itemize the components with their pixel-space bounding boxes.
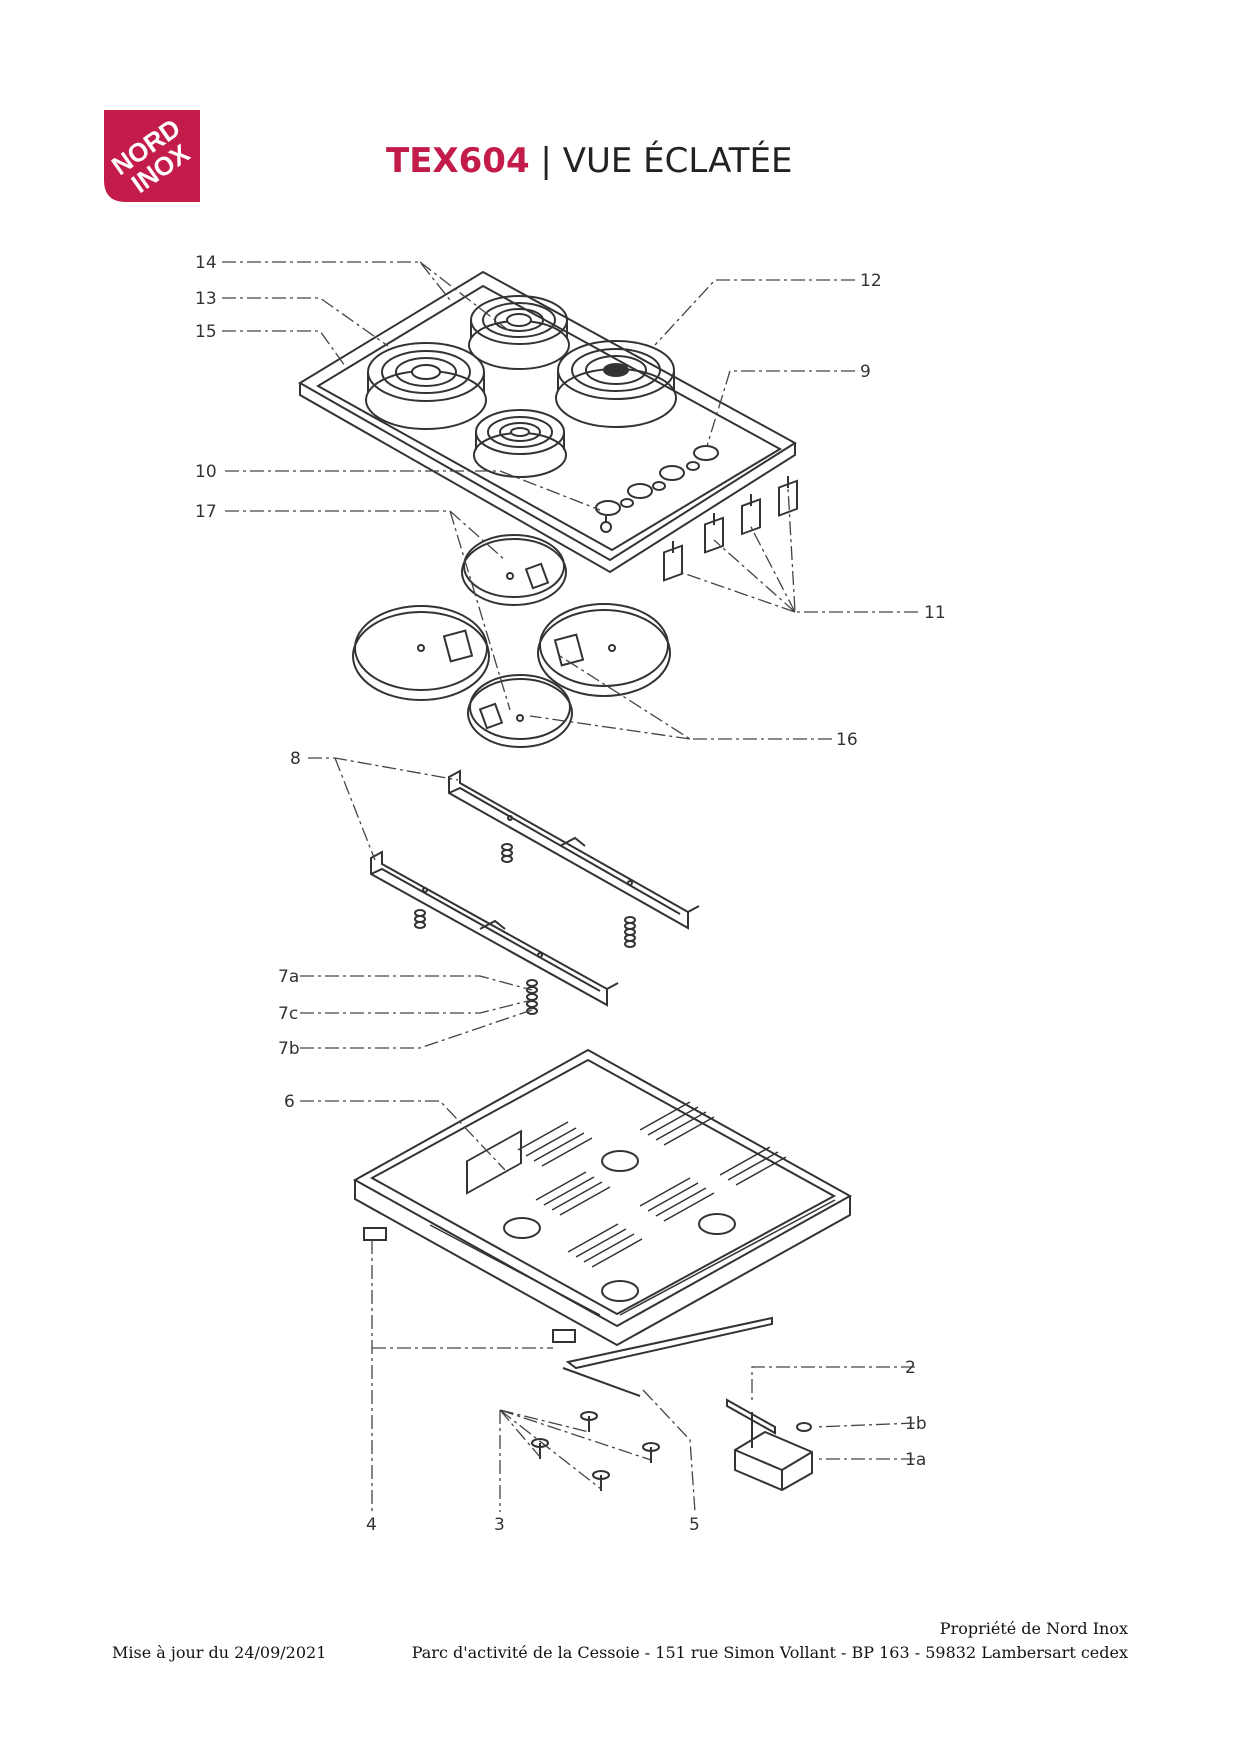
- page-title: TEX604 | VUE ÉCLATÉE: [386, 136, 792, 186]
- control-knobs: [595, 445, 719, 533]
- nord-inox-logo: NORD INOX: [104, 110, 200, 202]
- tray-vent-slots: [429, 1101, 836, 1316]
- callout-1a: 1a: [905, 1450, 926, 1470]
- gasket-seal: [562, 1316, 773, 1397]
- callout-8: 8: [290, 749, 301, 769]
- support-bar-rear: [448, 769, 700, 930]
- hob-top-plate: [298, 270, 797, 574]
- callout-5: 5: [689, 1515, 700, 1535]
- spring-stacks: [414, 843, 636, 1015]
- heat-shield-right-large: [537, 603, 671, 697]
- callout-12: 12: [860, 271, 882, 291]
- company-address: Parc d'activité de la Cessoie - 151 rue …: [411, 1643, 1128, 1662]
- title-subtitle: VUE ÉCLATÉE: [562, 141, 793, 181]
- bottom-tray: [352, 1048, 853, 1347]
- heat-shield-left-large: [352, 605, 490, 701]
- terminal-block: [726, 1398, 813, 1492]
- callout-3: 3: [494, 1515, 505, 1535]
- callout-labels: 14 13 15 12 9 10 17 11 16 8 7a 7c 7b 6 2…: [195, 253, 946, 1535]
- tray-feet: [363, 1227, 576, 1343]
- heat-shield-rear-small: [461, 534, 567, 606]
- callout-9: 9: [860, 362, 871, 382]
- callout-7b: 7b: [278, 1039, 300, 1059]
- callout-1b: 1b: [905, 1414, 927, 1434]
- heat-shield-front-small: [467, 674, 573, 748]
- support-bar-front: [370, 850, 619, 1007]
- callout-17: 17: [195, 502, 217, 522]
- leader-lines: [222, 261, 918, 1513]
- hotplate-rear-small: [468, 295, 570, 370]
- hotplate-front-small: [473, 409, 567, 478]
- callout-14: 14: [195, 253, 217, 273]
- callout-11: 11: [924, 603, 946, 623]
- model-code: TEX604: [386, 141, 530, 181]
- callout-7c: 7c: [278, 1004, 298, 1024]
- callout-7a: 7a: [278, 967, 299, 987]
- hotplate-left-large: [365, 342, 487, 430]
- hotplate-right-large: [555, 340, 677, 428]
- energy-regulators: [663, 476, 798, 582]
- callout-16: 16: [836, 730, 858, 750]
- title-separator: |: [540, 141, 552, 181]
- callout-4: 4: [366, 1515, 377, 1535]
- update-date: Mise à jour du 24/09/2021: [112, 1643, 327, 1662]
- callout-10: 10: [195, 462, 217, 482]
- callout-2: 2: [905, 1358, 916, 1378]
- screws: [531, 1411, 660, 1491]
- callout-15: 15: [195, 322, 217, 342]
- callout-6: 6: [284, 1092, 295, 1112]
- callout-13: 13: [195, 289, 217, 309]
- ownership-note: Propriété de Nord Inox: [939, 1619, 1128, 1638]
- logo-mark: NORD INOX: [104, 110, 200, 202]
